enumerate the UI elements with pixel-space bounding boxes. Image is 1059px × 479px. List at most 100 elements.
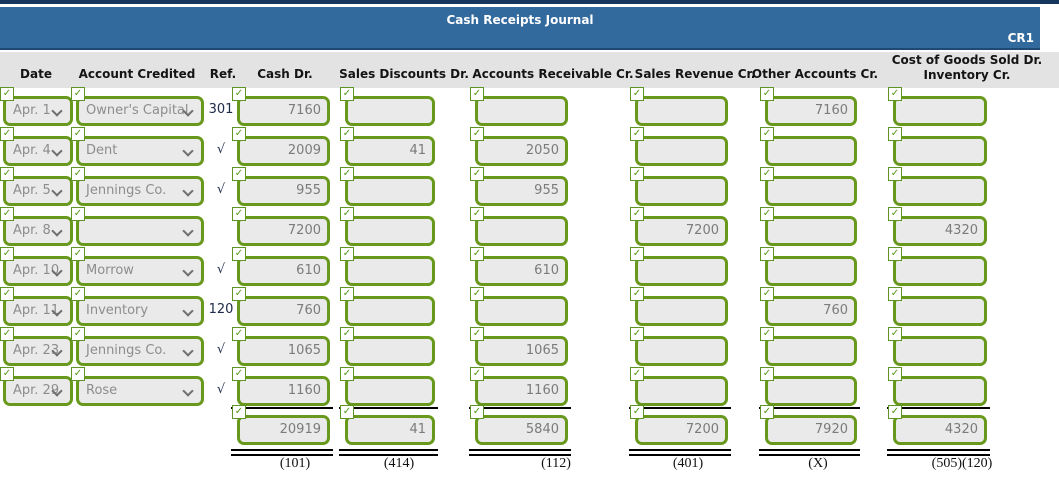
- accounts-receivable-cr-input[interactable]: 1065: [475, 336, 568, 366]
- sales-discounts-dr-input[interactable]: [345, 96, 435, 126]
- cogs-inventory-input[interactable]: 4320: [893, 216, 987, 246]
- checkbox-icon[interactable]: ✓: [630, 287, 644, 301]
- checkbox-icon[interactable]: ✓: [888, 127, 902, 141]
- checkbox-icon[interactable]: ✓: [888, 367, 902, 381]
- checkbox-icon[interactable]: ✓: [760, 287, 774, 301]
- checkbox-icon[interactable]: ✓: [0, 247, 14, 261]
- sales-revenue-cr-input[interactable]: [635, 376, 728, 406]
- checkbox-icon[interactable]: ✓: [630, 327, 644, 341]
- cash-dr-input[interactable]: 610: [237, 256, 330, 286]
- checkbox-icon[interactable]: ✓: [888, 287, 902, 301]
- checkbox-icon[interactable]: ✓: [340, 405, 354, 419]
- checkbox-icon[interactable]: ✓: [71, 207, 85, 221]
- other-accounts-cr-input[interactable]: [765, 336, 857, 366]
- checkbox-icon[interactable]: ✓: [470, 405, 484, 419]
- cash-dr-input[interactable]: 760: [237, 296, 330, 326]
- checkbox-icon[interactable]: ✓: [232, 127, 246, 141]
- cash-dr-input[interactable]: 7160: [237, 96, 330, 126]
- date-select[interactable]: Apr. 4: [3, 136, 73, 166]
- cash-dr-input[interactable]: 1160: [237, 376, 330, 406]
- checkbox-icon[interactable]: ✓: [71, 287, 85, 301]
- checkbox-icon[interactable]: ✓: [888, 167, 902, 181]
- checkbox-icon[interactable]: ✓: [340, 327, 354, 341]
- accounts-receivable-cr-input[interactable]: 1160: [475, 376, 568, 406]
- checkbox-icon[interactable]: ✓: [470, 327, 484, 341]
- cogs-inventory-input[interactable]: [893, 176, 987, 206]
- checkbox-icon[interactable]: ✓: [888, 327, 902, 341]
- checkbox-icon[interactable]: ✓: [71, 87, 85, 101]
- cogs-inventory-input[interactable]: [893, 336, 987, 366]
- date-select[interactable]: Apr. 10: [3, 256, 73, 286]
- sales-revenue-cr-input[interactable]: 7200: [635, 216, 728, 246]
- cash-dr-input[interactable]: 2009: [237, 136, 330, 166]
- checkbox-icon[interactable]: ✓: [232, 287, 246, 301]
- checkbox-icon[interactable]: ✓: [340, 207, 354, 221]
- sales-revenue-cr-input[interactable]: [635, 336, 728, 366]
- accounts-receivable-cr-input[interactable]: [475, 96, 568, 126]
- account-credited-select[interactable]: Jennings Co.: [76, 176, 204, 206]
- checkbox-icon[interactable]: ✓: [760, 207, 774, 221]
- other-accounts-cr-input[interactable]: [765, 176, 857, 206]
- cogs-inventory-input[interactable]: [893, 96, 987, 126]
- date-select[interactable]: Apr. 8: [3, 216, 73, 246]
- checkbox-icon[interactable]: ✓: [470, 207, 484, 221]
- sales-revenue-cr-input[interactable]: [635, 256, 728, 286]
- sales-revenue-cr-input[interactable]: [635, 136, 728, 166]
- checkbox-icon[interactable]: ✓: [760, 167, 774, 181]
- checkbox-icon[interactable]: ✓: [470, 127, 484, 141]
- checkbox-icon[interactable]: ✓: [760, 327, 774, 341]
- checkbox-icon[interactable]: ✓: [232, 207, 246, 221]
- checkbox-icon[interactable]: ✓: [888, 87, 902, 101]
- checkbox-icon[interactable]: ✓: [630, 247, 644, 261]
- checkbox-icon[interactable]: ✓: [71, 167, 85, 181]
- checkbox-icon[interactable]: ✓: [630, 405, 644, 419]
- other-accounts-cr-input[interactable]: [765, 256, 857, 286]
- checkbox-icon[interactable]: ✓: [0, 367, 14, 381]
- other-accounts-cr-input[interactable]: [765, 376, 857, 406]
- checkbox-icon[interactable]: ✓: [630, 207, 644, 221]
- date-select[interactable]: Apr. 5: [3, 176, 73, 206]
- checkbox-icon[interactable]: ✓: [340, 367, 354, 381]
- cash-dr-input-total[interactable]: 20919: [237, 415, 330, 445]
- checkbox-icon[interactable]: ✓: [630, 167, 644, 181]
- date-select[interactable]: Apr. 29: [3, 376, 73, 406]
- checkbox-icon[interactable]: ✓: [232, 247, 246, 261]
- cash-dr-input[interactable]: 955: [237, 176, 330, 206]
- sales-revenue-cr-input[interactable]: [635, 96, 728, 126]
- checkbox-icon[interactable]: ✓: [760, 87, 774, 101]
- checkbox-icon[interactable]: ✓: [340, 167, 354, 181]
- checkbox-icon[interactable]: ✓: [760, 405, 774, 419]
- cogs-inventory-input[interactable]: [893, 256, 987, 286]
- sales-discounts-dr-input[interactable]: [345, 296, 435, 326]
- checkbox-icon[interactable]: ✓: [340, 87, 354, 101]
- checkbox-icon[interactable]: ✓: [71, 367, 85, 381]
- other-accounts-cr-input[interactable]: 760: [765, 296, 857, 326]
- accounts-receivable-cr-input[interactable]: [475, 216, 568, 246]
- accounts-receivable-cr-input[interactable]: 610: [475, 256, 568, 286]
- checkbox-icon[interactable]: ✓: [470, 287, 484, 301]
- other-accounts-cr-input[interactable]: [765, 216, 857, 246]
- sales-discounts-dr-input-total[interactable]: 41: [345, 415, 435, 445]
- date-select[interactable]: Apr. 11: [3, 296, 73, 326]
- checkbox-icon[interactable]: ✓: [0, 87, 14, 101]
- cogs-inventory-input[interactable]: [893, 136, 987, 166]
- checkbox-icon[interactable]: ✓: [232, 405, 246, 419]
- checkbox-icon[interactable]: ✓: [71, 127, 85, 141]
- cogs-inventory-input-total[interactable]: 4320: [893, 415, 987, 445]
- checkbox-icon[interactable]: ✓: [71, 247, 85, 261]
- checkbox-icon[interactable]: ✓: [0, 327, 14, 341]
- date-select[interactable]: Apr. 23: [3, 336, 73, 366]
- cash-dr-input[interactable]: 7200: [237, 216, 330, 246]
- checkbox-icon[interactable]: ✓: [888, 207, 902, 221]
- checkbox-icon[interactable]: ✓: [0, 127, 14, 141]
- checkbox-icon[interactable]: ✓: [760, 127, 774, 141]
- date-select[interactable]: Apr. 1: [3, 96, 73, 126]
- other-accounts-cr-input[interactable]: [765, 136, 857, 166]
- accounts-receivable-cr-input[interactable]: 2050: [475, 136, 568, 166]
- accounts-receivable-cr-input-total[interactable]: 5840: [475, 415, 568, 445]
- account-credited-select[interactable]: Dent: [76, 136, 204, 166]
- sales-discounts-dr-input[interactable]: 41: [345, 136, 435, 166]
- checkbox-icon[interactable]: ✓: [0, 167, 14, 181]
- cogs-inventory-input[interactable]: [893, 296, 987, 326]
- account-credited-select[interactable]: [76, 216, 204, 246]
